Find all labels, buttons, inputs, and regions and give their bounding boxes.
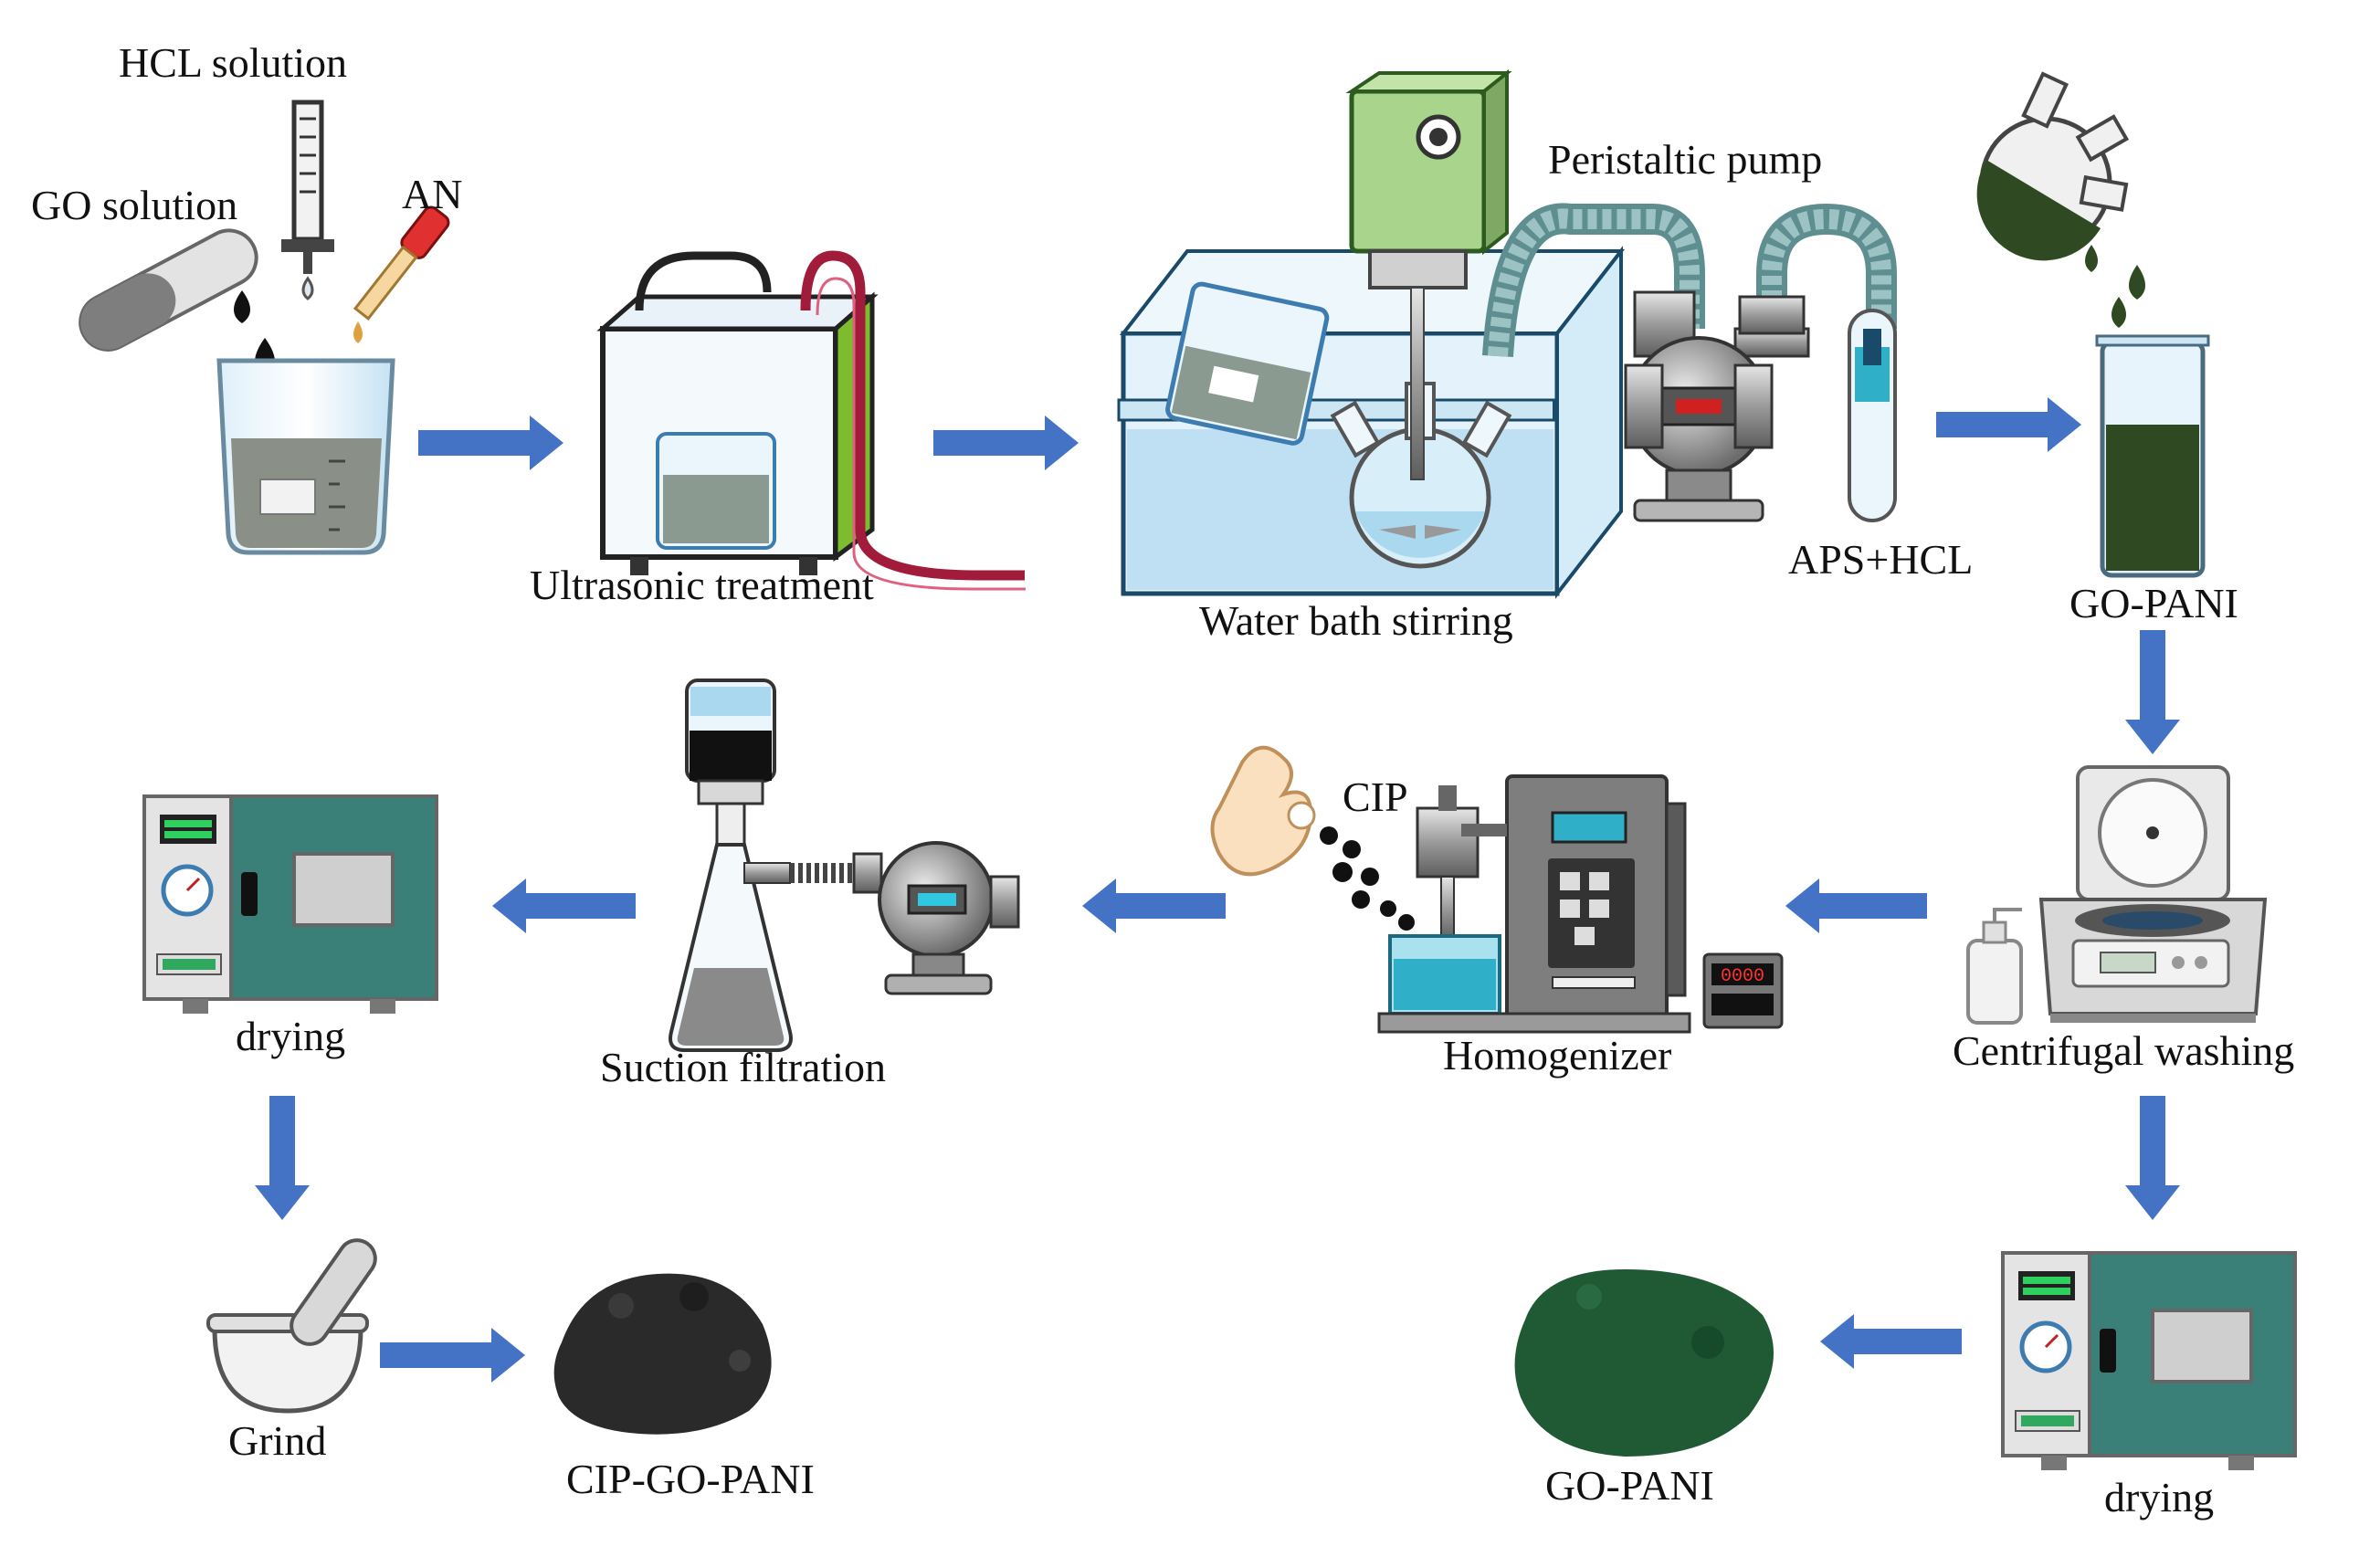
- arrow-8-down: [255, 1096, 310, 1220]
- label-hcl-solution: HCL solution: [119, 39, 348, 86]
- dropper-drop: [353, 321, 363, 343]
- ultrasonic-bath-icon: [596, 250, 1026, 591]
- three-neck-flask: [1976, 71, 2130, 261]
- arrow-6-left: [1082, 878, 1226, 933]
- centrifuge-icon: [2038, 765, 2268, 1023]
- label-grind: Grind: [228, 1417, 327, 1464]
- test-tube-icon: [79, 228, 258, 352]
- arrow-4-down: [2125, 630, 2180, 754]
- label-aps-hcl: APS+HCL: [1788, 536, 1974, 583]
- dark-drops: [2085, 245, 2145, 328]
- arrow-1-right: [418, 416, 563, 470]
- cip-particles: [1320, 826, 1415, 931]
- label-water-bath: Water bath stirring: [1199, 597, 1513, 644]
- burette-icon: [281, 100, 334, 300]
- homogenizer-icon: 0000: [1377, 774, 1784, 1034]
- label-drying-right: drying: [2104, 1474, 2215, 1520]
- meter-display: 0000: [1721, 966, 1764, 987]
- tilted-beaker: [1165, 281, 1330, 446]
- label-ultrasonic: Ultrasonic treatment: [530, 562, 874, 608]
- label-suction: Suction filtration: [600, 1044, 887, 1090]
- label-peristaltic: Peristaltic pump: [1548, 136, 1823, 183]
- stirrer-icon: [1345, 68, 1512, 480]
- powder-icon: [553, 1273, 772, 1435]
- arrow-10-down: [2125, 1096, 2180, 1220]
- peristaltic-pump-icon: [1482, 203, 1897, 522]
- label-an: AN: [402, 171, 463, 217]
- arrow-5-left: [1785, 878, 1927, 933]
- wash-bottle-icon: [1966, 908, 2023, 1025]
- label-go-pani-bottom: GO-PANI: [1545, 1462, 1714, 1509]
- arrow-3-right: [1936, 397, 2081, 452]
- label-go-pani-top: GO-PANI: [2069, 580, 2238, 626]
- label-cip: CIP: [1343, 773, 1408, 820]
- label-cip-go-pani: CIP-GO-PANI: [566, 1456, 815, 1502]
- oven-icon: [142, 794, 438, 1014]
- mortar-icon: [206, 1238, 377, 1414]
- beaker-icon: [216, 358, 395, 555]
- hand-icon: [1210, 745, 1316, 877]
- label-centrifugal: Centrifugal washing: [1953, 1027, 2295, 1074]
- label-homogenizer: Homogenizer: [1443, 1032, 1672, 1078]
- oven-icon-right: [2001, 1251, 2297, 1470]
- dropper-icon: [353, 205, 450, 321]
- arrow-9-right: [380, 1328, 525, 1383]
- filtration-flask-icon: [669, 679, 1020, 1052]
- arrow-2-right: [933, 416, 1079, 470]
- arrow-7-left: [492, 878, 636, 933]
- label-drying-left: drying: [236, 1013, 346, 1059]
- cylinder-go-pani: [2095, 334, 2210, 578]
- powder-green-icon: [1514, 1269, 1774, 1457]
- label-go-solution: GO solution: [31, 182, 238, 228]
- arrow-11-left: [1820, 1314, 1962, 1369]
